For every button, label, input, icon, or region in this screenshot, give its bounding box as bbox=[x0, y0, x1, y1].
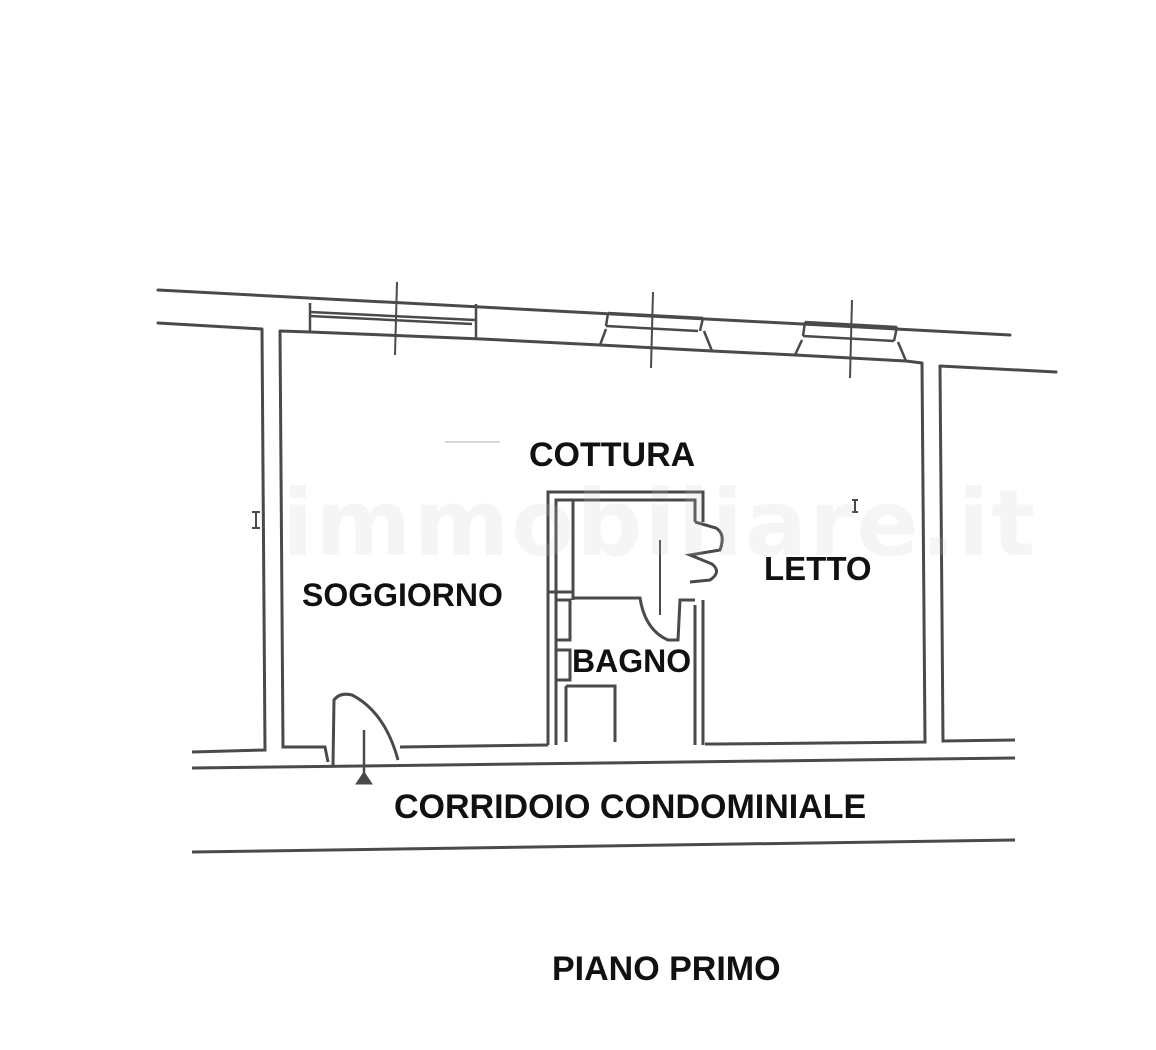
window-left bbox=[308, 281, 478, 356]
bathroom-block bbox=[546, 490, 724, 745]
room-label-soggiorno: SOGGIORNO bbox=[302, 577, 503, 613]
window-right bbox=[793, 299, 908, 379]
watermark: immobiliare.it bbox=[282, 470, 1038, 577]
floor-label: PIANO PRIMO bbox=[552, 950, 781, 988]
exterior-wall bbox=[156, 288, 1058, 374]
room-label-letto: LETTO bbox=[764, 550, 872, 587]
window-center bbox=[598, 291, 714, 369]
room-label-bagno: BAGNO bbox=[572, 643, 692, 679]
corridor-walls bbox=[191, 743, 1016, 854]
room-label-cottura: COTTURA bbox=[529, 436, 696, 474]
party-walls bbox=[191, 328, 1016, 763]
corridor-label: CORRIDOIO CONDOMINIALE bbox=[394, 788, 867, 826]
entrance-door bbox=[331, 692, 400, 785]
